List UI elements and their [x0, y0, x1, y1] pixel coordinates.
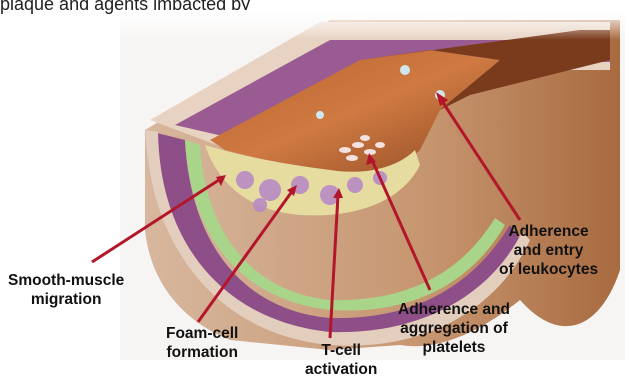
label-leukocytes: Adherence and entry of leukocytes [499, 222, 598, 279]
label-t-cell: T-cell activation [305, 341, 377, 379]
label-foam-cell: Foam-cell formation [166, 324, 238, 362]
label-platelets: Adherence and aggregation of platelets [398, 300, 510, 357]
label-smooth-muscle: Smooth-muscle migration [8, 271, 124, 309]
